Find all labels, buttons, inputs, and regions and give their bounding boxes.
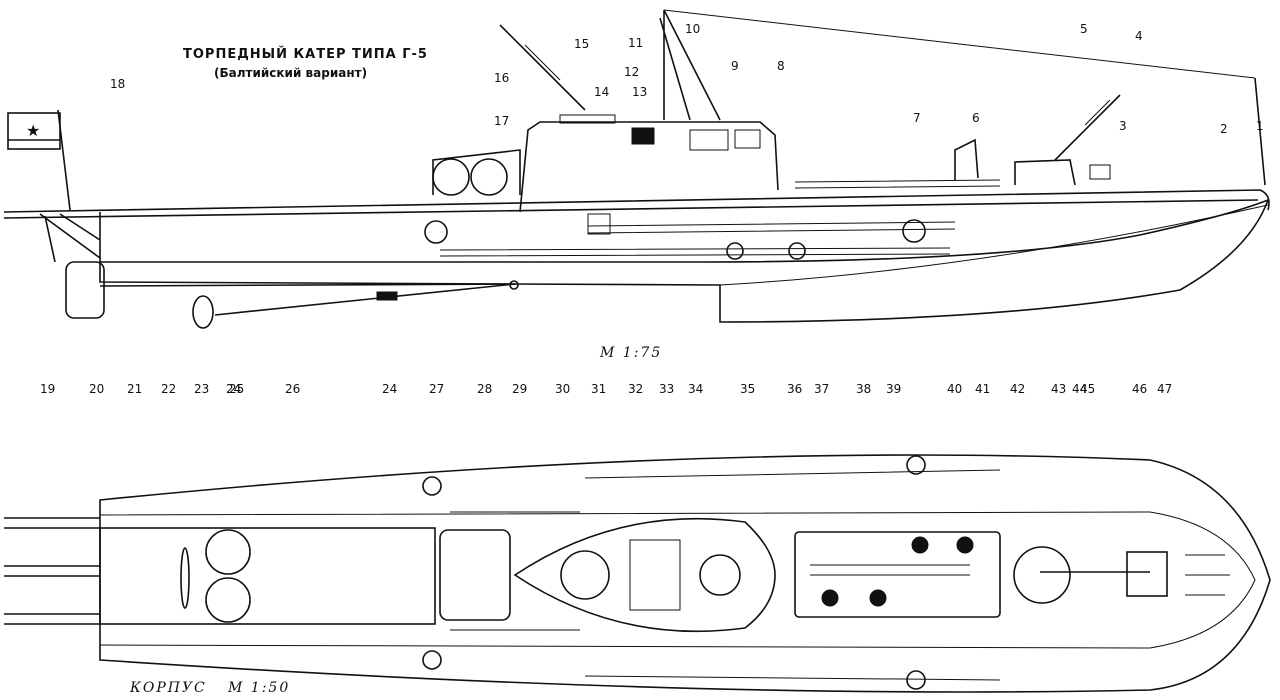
callout: 44 xyxy=(1072,382,1087,396)
callout: 29 xyxy=(512,382,527,396)
aa-gun xyxy=(499,24,586,111)
hull-deck-line xyxy=(3,189,1270,213)
callout: 41 xyxy=(975,382,990,396)
callout: 4 xyxy=(1135,29,1143,43)
hull-plan-outline xyxy=(99,454,1271,693)
callout: 32 xyxy=(628,382,643,396)
plan-view xyxy=(4,454,1271,693)
callout: 47 xyxy=(1157,382,1172,396)
antenna-wire xyxy=(663,9,1256,79)
callout: 5 xyxy=(1080,22,1088,36)
propeller-shaft xyxy=(99,283,516,287)
turret-ring xyxy=(1013,546,1071,604)
callout: 22 xyxy=(161,382,176,396)
callout: 28 xyxy=(477,382,492,396)
callout: 37 xyxy=(814,382,829,396)
callout: 24 xyxy=(382,382,397,396)
callout: 20 xyxy=(89,382,104,396)
hull-outline xyxy=(99,199,1269,323)
callout: 43 xyxy=(1051,382,1066,396)
drawing-title: ТОРПЕДНЫЙ КАТЕР ТИПА Г-5 xyxy=(183,46,428,62)
callout: 12 xyxy=(624,65,639,79)
callout: 42 xyxy=(1010,382,1025,396)
plan-callouts: 21 22 25 27 28 29 30 31 32 33 34 35 36 3… xyxy=(127,382,1172,396)
rudder xyxy=(65,261,105,319)
callout: 19 xyxy=(40,382,55,396)
torpedo-trough xyxy=(99,527,436,625)
callout: 23 xyxy=(194,382,209,396)
side-callouts: 1 2 3 4 5 6 7 8 9 10 11 12 13 14 15 16 1… xyxy=(40,22,1264,396)
callout: 10 xyxy=(685,22,700,36)
naval-flag xyxy=(7,112,61,150)
smoke-drum xyxy=(432,158,470,196)
callout: 38 xyxy=(856,382,871,396)
mast xyxy=(659,9,721,121)
propeller xyxy=(192,295,214,329)
machine-gun xyxy=(1054,94,1121,161)
chine-line xyxy=(100,199,1269,263)
callout: 30 xyxy=(555,382,570,396)
deck-hatch xyxy=(794,531,1001,618)
porthole xyxy=(902,219,926,243)
callout: 11 xyxy=(628,36,643,50)
callout: 25 xyxy=(229,382,244,396)
smoke-drum xyxy=(470,158,508,196)
callout: 46 xyxy=(1132,382,1147,396)
callout: 9 xyxy=(731,59,739,73)
callout: 3 xyxy=(1119,119,1127,133)
star-icon: ★ xyxy=(26,121,40,140)
callout: 6 xyxy=(972,111,980,125)
callout: 27 xyxy=(429,382,444,396)
callout: 45 xyxy=(1080,382,1095,396)
side-view: ★ xyxy=(3,9,1270,329)
callout: 31 xyxy=(591,382,606,396)
hatch xyxy=(205,577,251,623)
callout: 18 xyxy=(110,77,125,91)
drawing-subtitle: (Балтийский вариант) xyxy=(214,66,367,80)
callout: 34 xyxy=(688,382,703,396)
wheelhouse-plan xyxy=(513,517,776,633)
side-view-scale: М 1:75 xyxy=(599,345,662,361)
callout: 33 xyxy=(659,382,674,396)
callout: 24 xyxy=(226,382,241,396)
callout: 2 xyxy=(1220,122,1228,136)
callout: 35 xyxy=(740,382,755,396)
plan-view-scale: М 1:50 xyxy=(227,680,290,696)
porthole xyxy=(424,220,448,244)
engine-block xyxy=(439,529,511,621)
plan-view-label: КОРПУС xyxy=(129,680,207,696)
hatch xyxy=(205,529,251,575)
callout: 15 xyxy=(574,37,589,51)
callout: 40 xyxy=(947,382,962,396)
wheelhouse xyxy=(519,121,779,213)
callout: 7 xyxy=(913,111,921,125)
callout: 14 xyxy=(594,85,609,99)
callout: 21 xyxy=(127,382,142,396)
callout: 39 xyxy=(886,382,901,396)
callout: 13 xyxy=(632,85,647,99)
callout: 16 xyxy=(494,71,509,85)
callout: 36 xyxy=(787,382,802,396)
callout: 1 xyxy=(1256,119,1264,133)
callout: 17 xyxy=(494,114,509,128)
callout: 26 xyxy=(285,382,300,396)
callout: 8 xyxy=(777,59,785,73)
